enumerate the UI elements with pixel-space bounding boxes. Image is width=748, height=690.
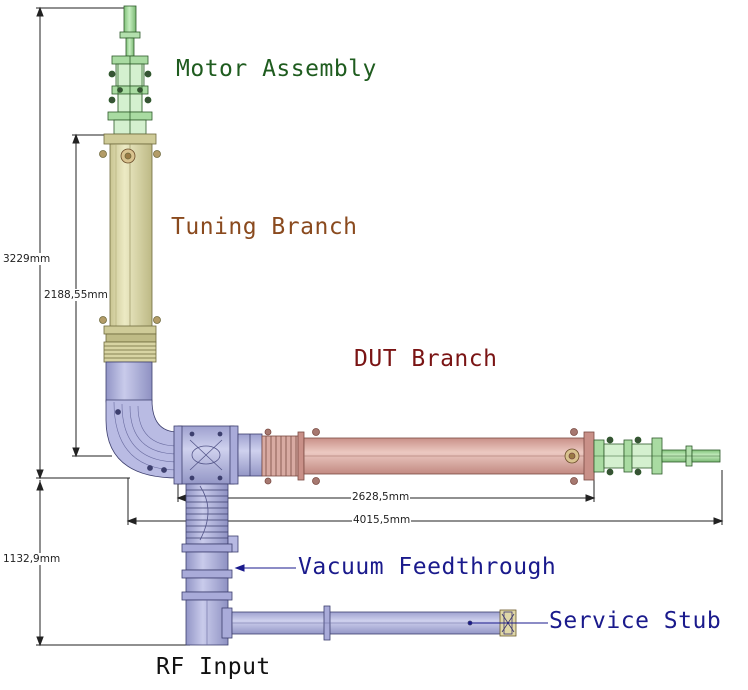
dut-branch-tube — [261, 428, 595, 485]
motor-assembly-top — [107, 5, 153, 135]
dim-lower-height: 1132,9mm — [2, 553, 62, 565]
label-motor-assembly: Motor Assembly — [176, 56, 377, 82]
label-service-stub: Service Stub — [549, 608, 722, 634]
leader-vacuum — [234, 564, 296, 572]
tuning-branch-tube — [99, 133, 161, 363]
lower-vertical-column — [181, 483, 239, 646]
motor-assembly-right — [593, 436, 721, 476]
label-vacuum-feedthrough: Vacuum Feedthrough — [298, 554, 557, 580]
label-tuning-branch: Tuning Branch — [171, 214, 358, 240]
dim-tuning-length: 2188,55mm — [43, 289, 109, 301]
dimension-overall-height — [36, 6, 130, 480]
dim-dut-length: 2628,5mm — [351, 491, 411, 503]
dim-overall-width: 4015,5mm — [352, 514, 412, 526]
vertical-elbow — [105, 361, 179, 479]
label-dut-branch: DUT Branch — [354, 346, 498, 372]
dim-overall-height: 3229mm — [2, 253, 52, 265]
label-rf-input: RF Input — [156, 654, 271, 680]
dimension-tuning-length — [72, 133, 112, 458]
tee-junction — [173, 425, 263, 485]
